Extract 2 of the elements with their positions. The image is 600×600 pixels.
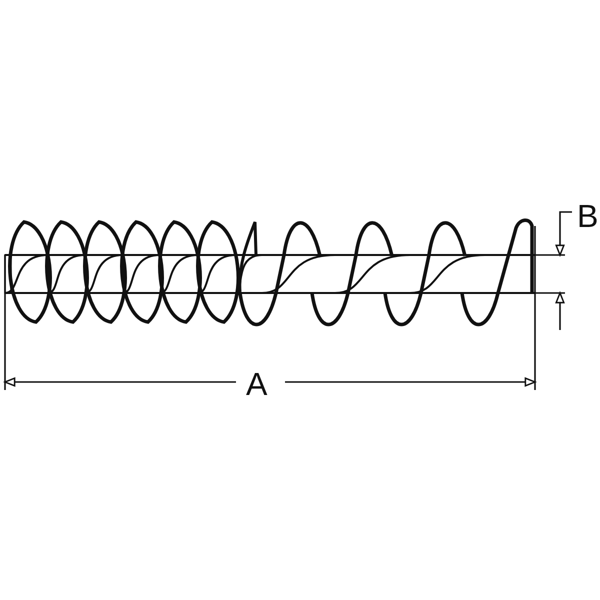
dimension-label: B [577, 200, 598, 232]
dimension-label: A [246, 368, 268, 400]
